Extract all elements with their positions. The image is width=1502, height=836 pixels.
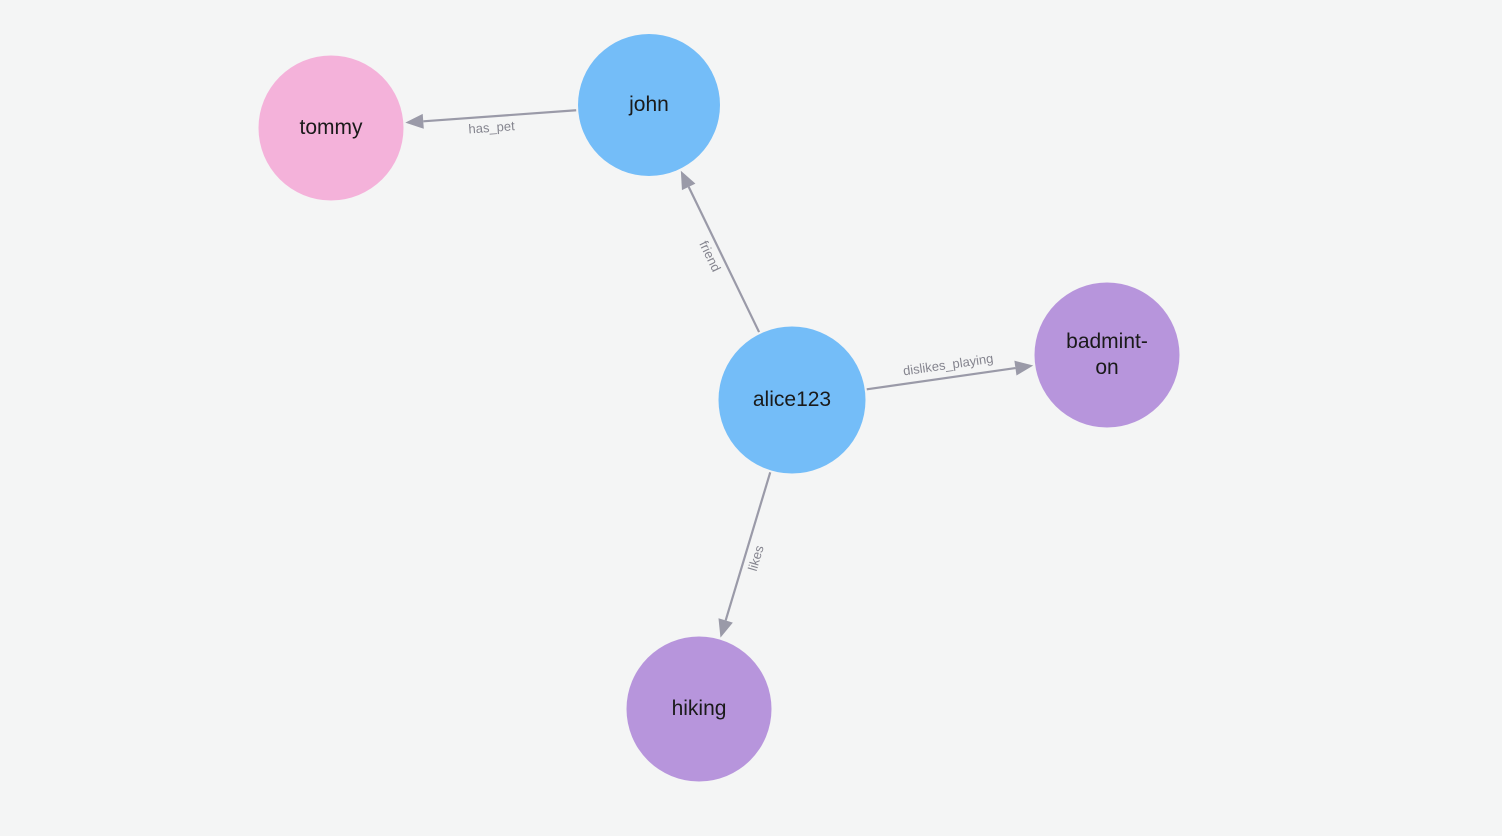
edge-arrowhead <box>405 113 424 129</box>
graph-node-badminton[interactable]: badmint-on <box>1034 282 1180 428</box>
graph-edge[interactable]: dislikes_playing <box>866 351 1034 391</box>
edge-arrowhead <box>718 618 733 638</box>
node-circle[interactable] <box>258 55 404 201</box>
node-circle[interactable] <box>626 636 772 782</box>
edge-arrowhead <box>680 170 696 191</box>
edge-arrowhead <box>1014 360 1034 376</box>
node-circle[interactable] <box>718 326 866 474</box>
graph-edge[interactable]: friend <box>680 170 761 333</box>
node-circle[interactable] <box>1034 282 1180 428</box>
graph-edge[interactable]: likes <box>718 471 772 638</box>
node-circle[interactable] <box>578 34 720 176</box>
nodes-layer: tommy john alice123 badmint-on hiking <box>258 34 1180 782</box>
graph-node-hiking[interactable]: hiking <box>626 636 772 782</box>
edge-label: dislikes_playing <box>902 351 994 379</box>
graph-node-tommy[interactable]: tommy <box>258 55 404 201</box>
edge-line <box>724 471 772 621</box>
graph-node-alice123[interactable]: alice123 <box>718 326 866 474</box>
edge-line <box>423 109 577 123</box>
edge-label: friend <box>696 238 724 274</box>
graph-node-john[interactable]: john <box>578 34 720 176</box>
edge-line <box>866 366 1016 391</box>
edge-label: has_pet <box>468 118 516 136</box>
graph-edge[interactable]: has_pet <box>405 109 577 137</box>
edge-line <box>687 186 761 333</box>
